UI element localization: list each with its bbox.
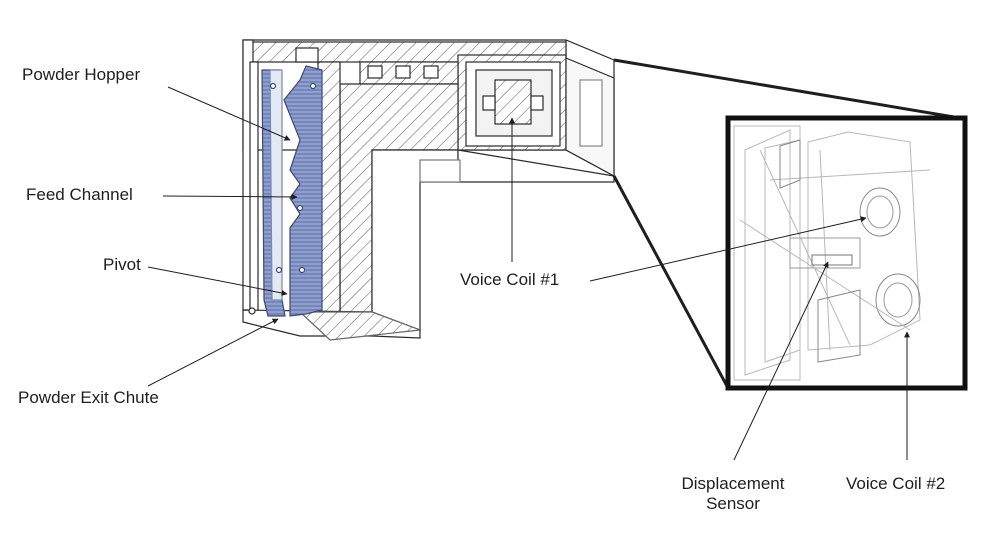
label-displacement-line2: Sensor — [706, 494, 760, 513]
leader-displacement-sensor — [733, 261, 829, 461]
main-assembly — [242, 39, 615, 341]
hopper-part — [261, 65, 323, 317]
label-powder-hopper: Powder Hopper — [22, 65, 141, 84]
label-pivot: Pivot — [103, 255, 141, 274]
label-feed-channel: Feed Channel — [26, 185, 133, 204]
label-displacement-line1: Displacement — [681, 474, 785, 493]
label-displacement-sensor: Displacement Sensor — [660, 474, 806, 514]
inset-detail-view — [725, 115, 968, 391]
leader-pivot — [147, 266, 288, 296]
label-voice-coil-1: Voice Coil #1 — [460, 270, 560, 289]
zoom-connector — [612, 58, 961, 389]
leader-powder-exit-chute — [147, 318, 279, 387]
inset-frame — [725, 115, 968, 391]
leader-voice-coil-1-inset — [589, 216, 867, 282]
leader-feed-channel — [162, 193, 298, 200]
label-voice-coil-2: Voice Coil #2 — [846, 474, 946, 493]
leader-powder-hopper — [167, 86, 291, 141]
leader-lines — [147, 86, 910, 461]
label-powder-exit-chute: Powder Exit Chute — [18, 388, 159, 407]
